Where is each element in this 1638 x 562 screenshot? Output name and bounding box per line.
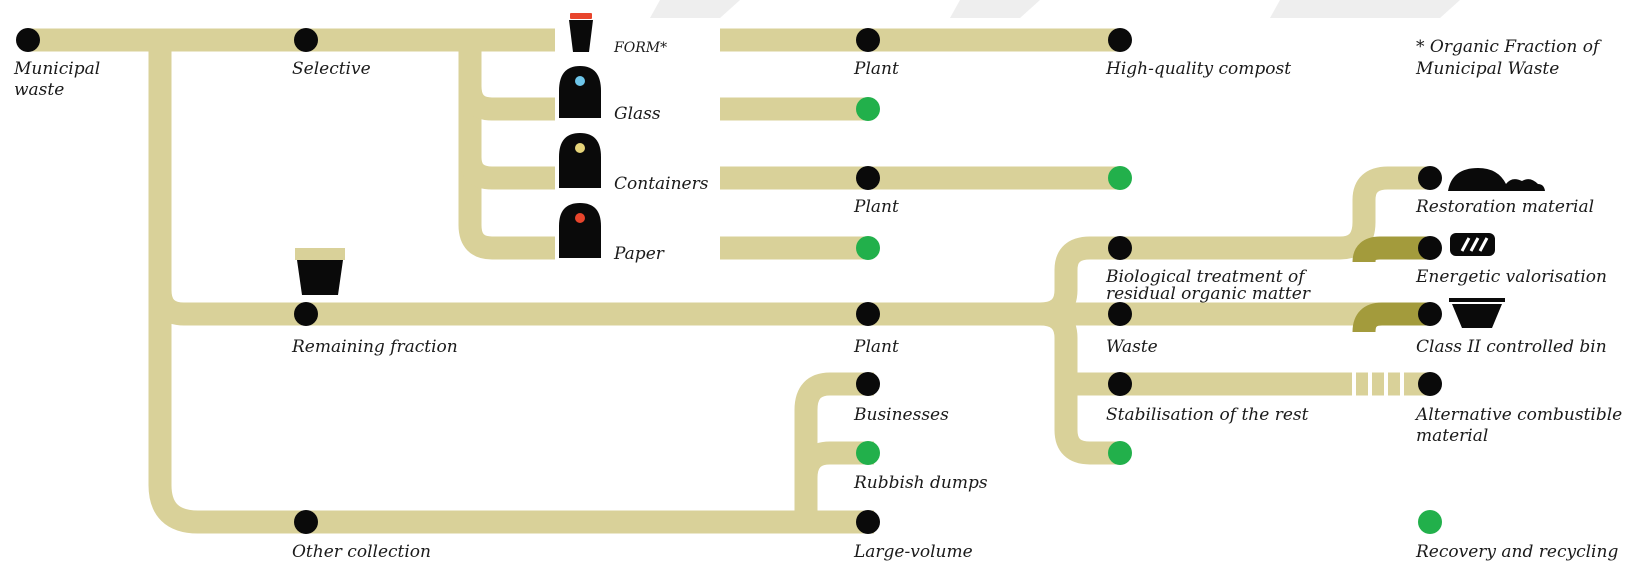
label-remaining: Remaining fraction: [291, 337, 458, 357]
label-waste: Waste: [1106, 337, 1158, 357]
energy-pellet-icon: [1450, 233, 1495, 256]
pipe-other-branch: [794, 372, 874, 522]
stabilisation-dash: [1352, 372, 1356, 396]
label-compost: High-quality compost: [1105, 59, 1291, 79]
node-energetic: [1418, 236, 1442, 260]
stabilisation-dash: [1400, 372, 1404, 396]
node-rubbish: [856, 441, 880, 465]
label-rubbish: Rubbish dumps: [853, 473, 988, 493]
node-alternative: [1418, 372, 1442, 396]
pipe-bio: [1120, 166, 1430, 260]
node-waste: [1108, 302, 1132, 326]
label-restoration: Restoration material: [1415, 197, 1594, 217]
label-glass: Glass: [614, 104, 661, 124]
node-compost: [1108, 28, 1132, 52]
node-containers-recovery: [1108, 166, 1132, 190]
pipe-class2: [1352, 302, 1430, 333]
label-large: Large-volume: [853, 542, 973, 562]
header-bands: [650, 0, 1460, 18]
controlled-bin-icon: [1449, 298, 1505, 328]
node-businesses: [856, 372, 880, 396]
node-plant-top: [856, 28, 880, 52]
stabilisation-dash: [1384, 372, 1388, 396]
label-paper: Paper: [613, 244, 665, 264]
containers-bin-icon: [559, 133, 601, 188]
node-large: [856, 510, 880, 534]
label-businesses: Businesses: [853, 405, 949, 425]
pipe-selective-glass: [458, 85, 555, 121]
label-other: Other collection: [292, 542, 431, 562]
remaining-bin-icon: [295, 248, 345, 295]
label-selective: Selective: [292, 59, 371, 79]
node-class2: [1418, 302, 1442, 326]
pipe-selective-trunk: [458, 40, 555, 260]
node-stabilisation: [1108, 372, 1132, 396]
paper-bin-icon: [559, 203, 601, 258]
node-biological: [1108, 236, 1132, 260]
pipe-selective-containers: [458, 156, 555, 190]
glass-bin-icon: [559, 66, 601, 118]
label-containers: Containers: [614, 174, 709, 194]
node-stab-recovery: [1108, 441, 1132, 465]
pipe-rubbish: [794, 441, 874, 479]
node-municipal: [16, 28, 40, 52]
pipe-energetic: [1352, 236, 1430, 263]
pipe-municipal-trunk: [148, 40, 874, 534]
label-form: FORM*: [613, 40, 667, 56]
label-recovery: Recovery and recycling: [1415, 542, 1618, 562]
earth-mound-icon: [1448, 168, 1545, 191]
form-container-icon: [569, 13, 593, 52]
stabilisation-dash: [1368, 372, 1372, 396]
node-plant-remaining: [856, 302, 880, 326]
label-class2: Class II controlled bin: [1416, 337, 1607, 357]
stabilisation-dashes: [1352, 372, 1404, 396]
node-glass-recovery: [856, 97, 880, 121]
node-paper-recovery: [856, 236, 880, 260]
node-remaining: [294, 302, 318, 326]
label-energetic: Energetic valorisation: [1415, 267, 1607, 287]
node-other: [294, 510, 318, 534]
legend-recovery-dot: [1418, 510, 1442, 534]
node-restoration: [1418, 166, 1442, 190]
label-plant-top: Plant: [853, 59, 899, 79]
label-plant-containers: Plant: [853, 197, 899, 217]
node-selective: [294, 28, 318, 52]
label-plant-remaining: Plant: [853, 337, 899, 357]
label-stabilisation: Stabilisation of the rest: [1106, 405, 1309, 425]
pipe-remaining: [148, 289, 1040, 326]
flow-pipes-dark: [1352, 236, 1430, 333]
node-plant-containers: [856, 166, 880, 190]
